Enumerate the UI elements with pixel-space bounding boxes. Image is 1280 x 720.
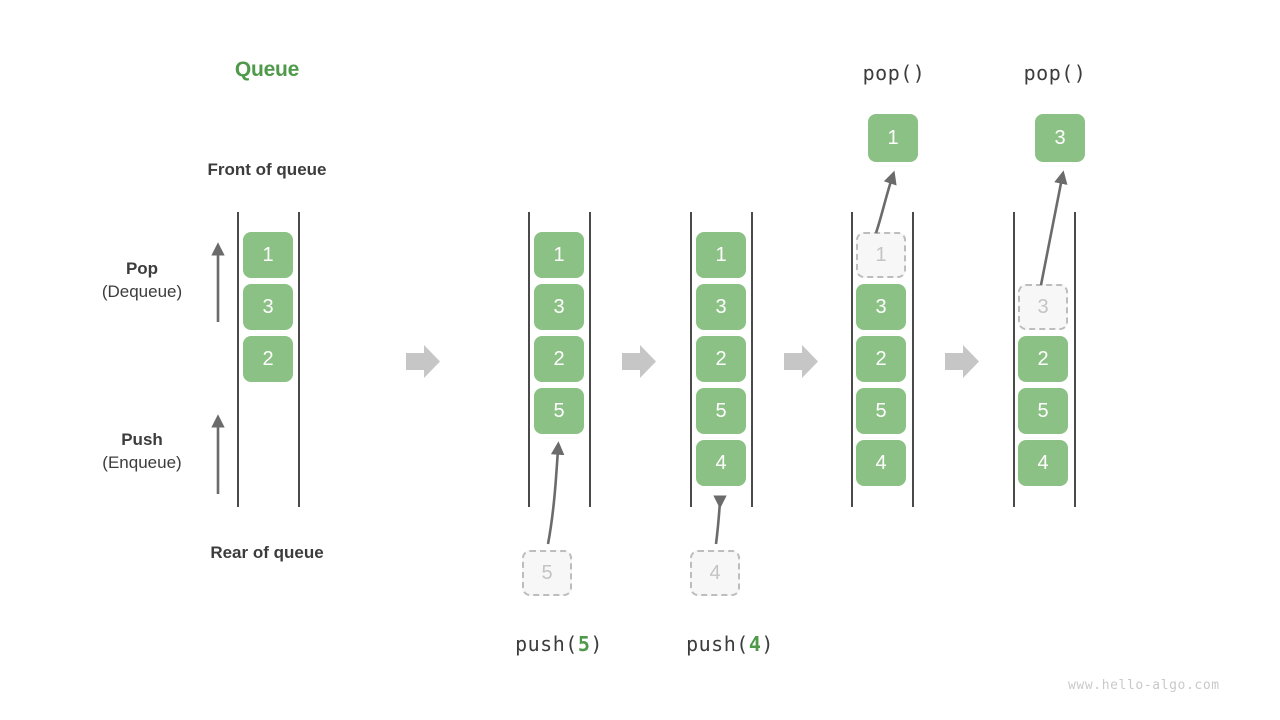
queue-rail-left-stage1 bbox=[237, 212, 239, 507]
incoming-ghost-cell: 5 bbox=[522, 550, 572, 596]
pop-1-arrow bbox=[874, 170, 897, 234]
rear-of-queue-label: Rear of queue bbox=[210, 543, 324, 562]
step-arrow-1 bbox=[406, 345, 440, 378]
queue-cell: 3 bbox=[696, 284, 746, 330]
stage-caption-arg: 5 bbox=[577, 632, 591, 656]
queue-cell-new: 4 bbox=[696, 440, 746, 486]
pop-3-arrow bbox=[1039, 170, 1068, 286]
step-arrow-3 bbox=[784, 345, 818, 378]
queue-cell: 2 bbox=[534, 336, 584, 382]
page-title: Queue bbox=[234, 58, 300, 81]
vacating-ghost-cell: 3 bbox=[1018, 284, 1068, 330]
queue-cell: 4 bbox=[1018, 440, 1068, 486]
stage-caption-push-5: push(5) bbox=[515, 632, 603, 656]
step-arrow-2 bbox=[622, 345, 656, 378]
stage-caption-arg: 4 bbox=[748, 632, 762, 656]
popped-cell: 3 bbox=[1035, 114, 1085, 162]
queue-cell: 1 bbox=[696, 232, 746, 278]
queue-rail-right-stage1 bbox=[298, 212, 300, 507]
queue-cell-new: 5 bbox=[534, 388, 584, 434]
incoming-ghost-cell: 4 bbox=[690, 550, 740, 596]
stage-caption-push-4: push(4) bbox=[686, 632, 774, 656]
stage-caption-pop-1: pop() bbox=[862, 61, 926, 85]
pop-label-main: Pop bbox=[125, 259, 159, 278]
queue-cell: 5 bbox=[696, 388, 746, 434]
queue-cell: 3 bbox=[534, 284, 584, 330]
stage-caption-pop-3: pop() bbox=[1023, 61, 1087, 85]
queue-cell: 3 bbox=[856, 284, 906, 330]
queue-rail-left-stage4 bbox=[851, 212, 853, 507]
vacating-ghost-cell: 1 bbox=[856, 232, 906, 278]
pop-label-sub: (Dequeue) bbox=[101, 281, 183, 301]
queue-cell: 2 bbox=[243, 336, 293, 382]
queue-rail-right-stage5 bbox=[1074, 212, 1076, 507]
queue-rail-left-stage5 bbox=[1013, 212, 1015, 507]
queue-cell: 2 bbox=[696, 336, 746, 382]
queue-cell: 1 bbox=[534, 232, 584, 278]
queue-cell: 4 bbox=[856, 440, 906, 486]
queue-rail-right-stage2 bbox=[589, 212, 591, 507]
queue-rail-right-stage3 bbox=[751, 212, 753, 507]
push-enqueue-label: Push (Enqueue) bbox=[42, 429, 242, 475]
queue-rail-left-stage3 bbox=[690, 212, 692, 507]
push-label-main: Push bbox=[121, 430, 163, 449]
queue-cell: 5 bbox=[856, 388, 906, 434]
front-of-queue-label: Front of queue bbox=[207, 160, 327, 179]
queue-rail-left-stage2 bbox=[528, 212, 530, 507]
pop-dequeue-label: Pop (Dequeue) bbox=[42, 258, 242, 304]
popped-cell: 1 bbox=[868, 114, 918, 162]
push-5-arrow bbox=[546, 441, 565, 545]
queue-rail-right-stage4 bbox=[912, 212, 914, 507]
queue-cell: 1 bbox=[243, 232, 293, 278]
queue-cell: 3 bbox=[243, 284, 293, 330]
push-label-sub: (Enqueue) bbox=[102, 452, 182, 472]
watermark: www.hello-algo.com bbox=[1068, 678, 1220, 693]
step-arrow-4 bbox=[945, 345, 979, 378]
queue-cell: 5 bbox=[1018, 388, 1068, 434]
push-4-arrow bbox=[713, 495, 727, 545]
queue-cell: 2 bbox=[1018, 336, 1068, 382]
queue-cell: 2 bbox=[856, 336, 906, 382]
